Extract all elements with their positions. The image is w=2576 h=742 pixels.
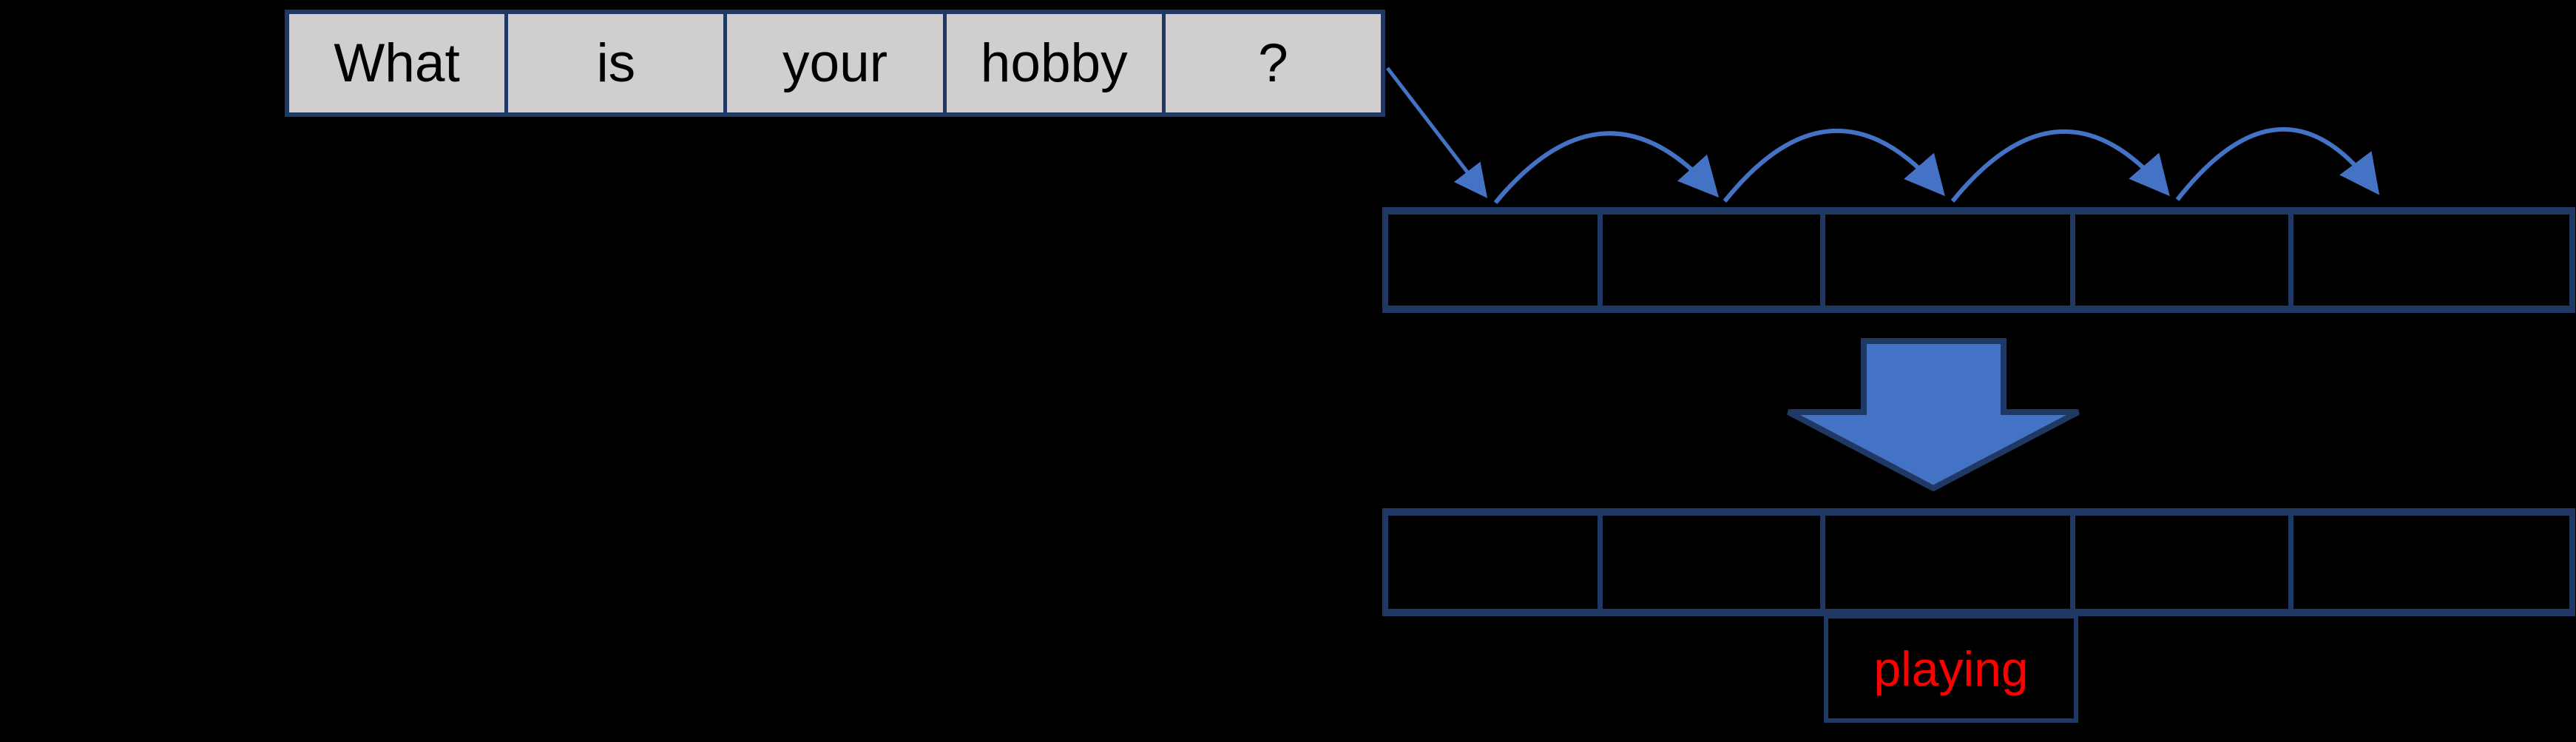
sentence-to-state-arrow-icon [1386, 67, 1488, 198]
input-sentence-row: What is your hobby ? [285, 10, 1385, 117]
prediction-box: playing [1824, 614, 2078, 723]
input-token-cell: hobby [942, 14, 1162, 112]
input-token-cell: ? [1161, 14, 1381, 112]
input-token-label: What [334, 33, 460, 93]
input-token-label: hobby [980, 33, 1128, 93]
input-token-label: is [596, 33, 636, 93]
input-token-cell: is [504, 14, 723, 112]
input-token-cell: your [723, 14, 942, 112]
prediction-label: playing [1873, 641, 2029, 696]
cell-divider [1820, 516, 1825, 609]
cell-divider [1598, 516, 1603, 609]
input-token-cell: What [289, 14, 504, 112]
cell-divider [2288, 516, 2293, 609]
input-token-label: ? [1258, 33, 1288, 93]
hop-arc-3-icon [1950, 129, 2170, 203]
cell-divider [2070, 215, 2075, 306]
hop-arc-1-icon [1493, 131, 1720, 204]
hop-arc-2-icon [1723, 129, 1945, 203]
cell-divider [1820, 215, 1825, 306]
state-row [1382, 207, 2575, 313]
cell-divider [2070, 516, 2075, 609]
cell-divider [1598, 215, 1603, 306]
cell-divider [2288, 215, 2293, 306]
hop-arc-4-icon [2175, 127, 2380, 201]
output-row [1382, 508, 2575, 616]
input-token-label: your [782, 33, 888, 93]
big-down-arrow-icon [1787, 338, 2080, 492]
